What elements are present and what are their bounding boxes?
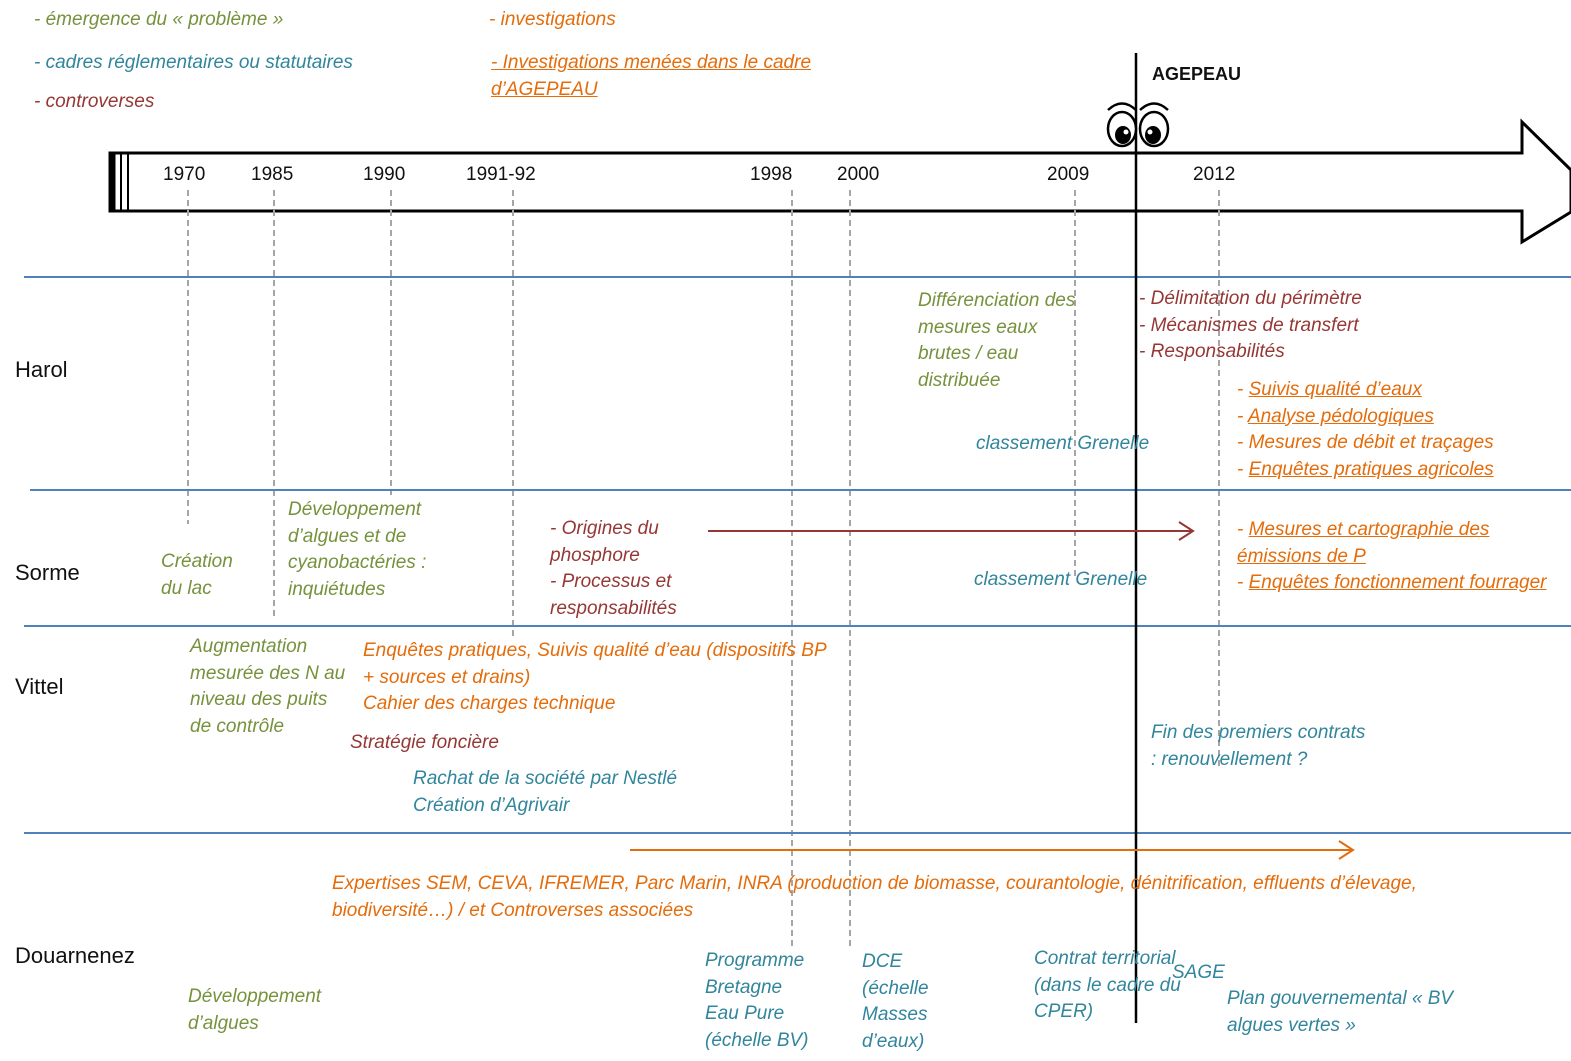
year-label: 1991-92 (466, 164, 536, 185)
site-label-vittel: Vittel (15, 674, 64, 699)
harol-controverses: - Délimitation du périmètre- Mécanismes … (1139, 288, 1362, 362)
legend-emergence: - émergence du « problème » (34, 9, 284, 30)
sorme-classement: classement Grenelle (974, 569, 1148, 590)
vittel-fin-contrats: Fin des premiers contrats: renouvellemen… (1151, 722, 1366, 770)
legend-agepeau-line2: d’AGEPEAU (491, 79, 598, 100)
site-label-harol: Harol (15, 357, 68, 382)
timeline-arrow (108, 118, 1571, 245)
eyes-icon (1106, 102, 1170, 148)
douarnenez-continuation-arrow (630, 840, 1355, 860)
legend-cadres: - cadres réglementaires ou statutaires (34, 52, 353, 73)
legend-investigations: - investigations (489, 9, 616, 30)
harol-classement: classement Grenelle (976, 433, 1150, 454)
year-label: 1985 (251, 164, 294, 185)
site-label-douarnenez: Douarnenez (15, 943, 135, 968)
legend-agepeau-line1: - Investigations menées dans le cadre (491, 52, 812, 73)
row-separators (24, 276, 1571, 834)
vittel-enquetes: Enquêtes pratiques, Suivis qualité d’eau… (363, 640, 827, 714)
sorme-investigations: - Mesures et cartographie des émissions … (1237, 519, 1547, 593)
year-label: 1990 (363, 164, 406, 185)
year-label: 2012 (1193, 164, 1236, 185)
harol-investigations: - Suivis qualité d’eaux - Analyse pédolo… (1237, 379, 1494, 480)
year-label: 2000 (837, 164, 880, 185)
site-label-sorme: Sorme (15, 560, 80, 585)
sorme-continuation-arrow (708, 521, 1195, 541)
douarnenez-sage: SAGE (1172, 962, 1225, 983)
legend-controverses: - controverses (34, 91, 155, 112)
year-guides (187, 190, 1220, 948)
year-label: 1970 (163, 164, 206, 185)
douarnenez-expertises: Expertises SEM, CEVA, IFREMER, Parc Mari… (332, 873, 1417, 921)
agepeau-marker-label: AGEPEAU (1152, 64, 1242, 84)
year-label: 1998 (750, 164, 793, 185)
year-label: 2009 (1047, 164, 1090, 185)
vittel-strategie: Stratégie foncière (350, 732, 499, 753)
